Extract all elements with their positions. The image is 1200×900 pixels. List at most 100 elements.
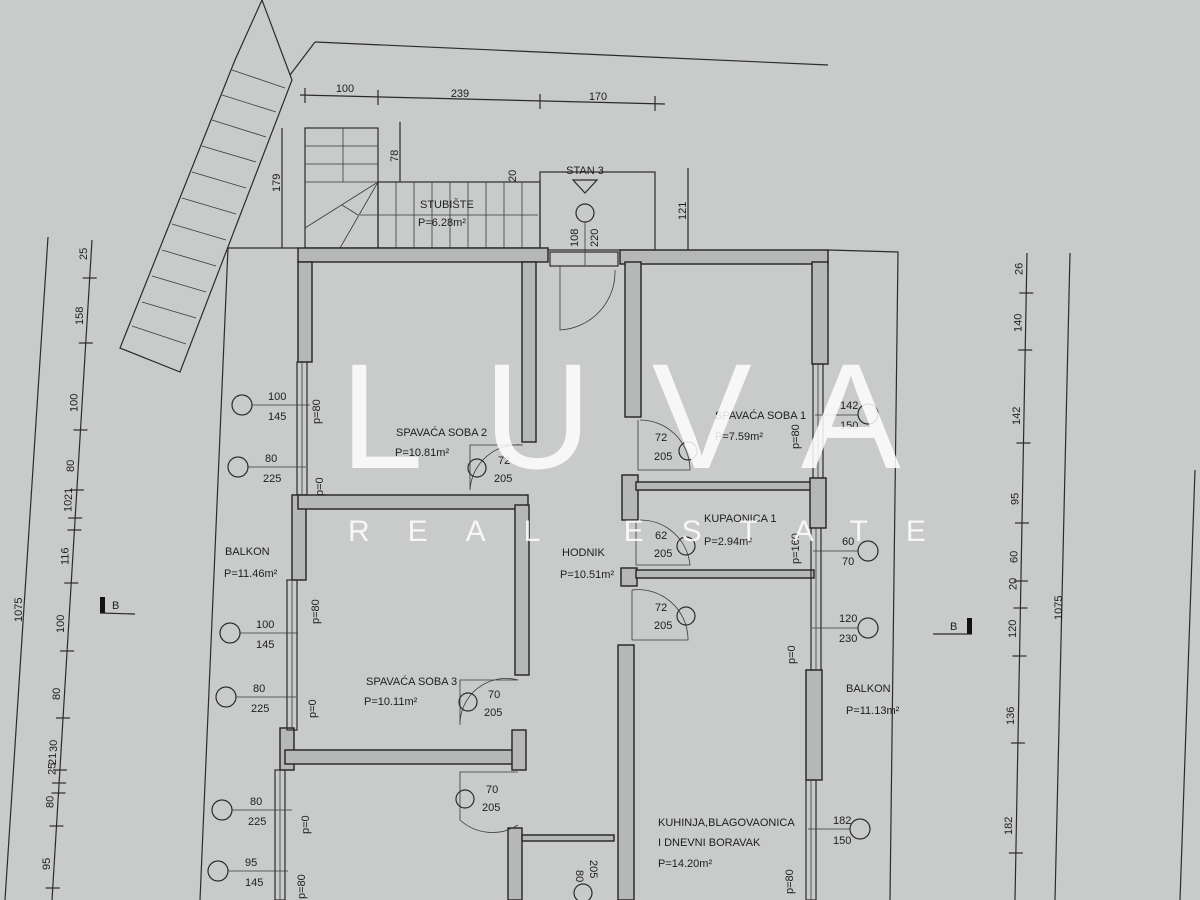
dimension-label: 95 [1009,493,1021,505]
windows [274,251,824,900]
door-height: 220 [589,229,601,247]
window-width: 182 [833,815,851,827]
window-width: 120 [839,613,857,625]
window-width: 100 [256,619,274,631]
dimension-label: 80 [65,460,77,472]
window-width: 142 [840,400,858,412]
window-height: 225 [251,703,269,715]
room-area: P=10.81m² [395,447,449,459]
window-width: 100 [268,391,286,403]
left-chain-dimension [51,239,93,900]
door-markers [455,441,698,900]
dimension-label: 25 [78,248,90,260]
dimension-label: 136 [1005,707,1017,725]
room-name: HODNIK [562,547,605,559]
room-area: P=11.13m² [846,705,900,717]
dimension-label: 121 [677,202,689,220]
dimension-label: 20 [507,170,519,182]
sill-label: p=0 [307,699,319,718]
dimension-label: 182 [1003,817,1015,835]
room-area: P=10.51m² [560,569,614,581]
room-area: P=6.28m² [418,217,466,229]
sill-label: p=0 [786,645,798,664]
section-marker-line [99,612,136,615]
site-boundary-line [314,41,829,66]
dimension-label: 239 [451,88,469,100]
balcony-right-outline [827,249,899,900]
stairwell [304,127,656,265]
window-height: 70 [842,556,854,568]
dimension-label: 120 [1007,620,1019,638]
window-width: 95 [245,857,257,869]
dimension-label: 60 [1008,551,1020,563]
room-name: SPAVAĆA SOBA 3 [366,675,457,688]
window-width: 60 [842,536,854,548]
door-height: 205 [587,860,599,878]
dimension-label: 179 [271,174,283,192]
door-width: 108 [569,229,581,247]
room-name: KUHINJA,BLAGOVAONICA [658,817,795,829]
dimension-label: 100 [55,615,67,633]
right-window-markers [808,403,879,840]
section-marker-left [100,597,105,613]
window-height: 145 [245,877,263,889]
dimension-label: 21 [47,753,59,765]
door-width: 80 [573,870,585,882]
dimension-label: 26 [1014,263,1026,275]
dimension-label: 140 [1013,314,1025,332]
window-width: 80 [265,453,277,465]
paper-edge [1179,469,1196,900]
section-marker-right [967,618,972,634]
window-width: 80 [253,683,265,695]
sill-label: p=0 [300,815,312,834]
site-boundary-line [289,41,316,76]
door-height: 205 [654,548,672,560]
room-name: KUPAONICA 1 [704,513,777,525]
room-name: I DNEVNI BORAVAK [658,837,761,849]
room-area: P=10.11m² [364,696,418,708]
dimension-label: 1075 [13,598,25,622]
sill-label: p=80 [296,874,308,899]
sill-label: p=80 [310,599,322,624]
balcony-left-outline [199,247,298,900]
room-area: P=2.94m² [704,536,752,548]
door-width: 72 [655,602,667,614]
door-width: 70 [486,784,498,796]
top-dimension-line [299,88,666,111]
dimension-label: 80 [51,688,63,700]
section-label: B [950,621,957,633]
dimension-label: 21 [63,488,75,500]
room-area: P=11.46m² [224,568,278,580]
sill-label: p=80 [311,399,323,424]
sill-label: p=80 [790,424,802,449]
room-name: STUBIŠTE [420,198,474,211]
door-width: 72 [655,432,667,444]
window-height: 145 [268,411,286,423]
door-height: 205 [494,473,512,485]
window-height: 145 [256,639,274,651]
dimension-label: 142 [1011,407,1023,425]
section-label: B [112,600,119,612]
left-total-dimension [4,236,49,900]
sill-label: p=0 [314,477,326,496]
door-width: 72 [498,455,510,467]
window-height: 225 [248,816,266,828]
watermark-logo: LUVA [340,332,961,500]
watermark-subtitle: REAL ESTATE [348,515,964,548]
dimension-label: 80 [45,796,57,808]
door-height: 205 [484,707,502,719]
dimension-label: 95 [41,858,53,870]
room-name: BALKON [846,683,891,695]
entrance-label: STAN 3 [566,165,604,177]
door-height: 205 [654,620,672,632]
door-height: 205 [482,802,500,814]
room-name: SPAVAĆA SOBA 1 [715,409,806,422]
dimension-label: 30 [48,740,60,752]
room-area: P=7.59m² [715,431,763,443]
room-name: BALKON [225,546,270,558]
dimension-label: 1075 [1053,596,1065,620]
room-area: P=14.20m² [658,858,712,870]
